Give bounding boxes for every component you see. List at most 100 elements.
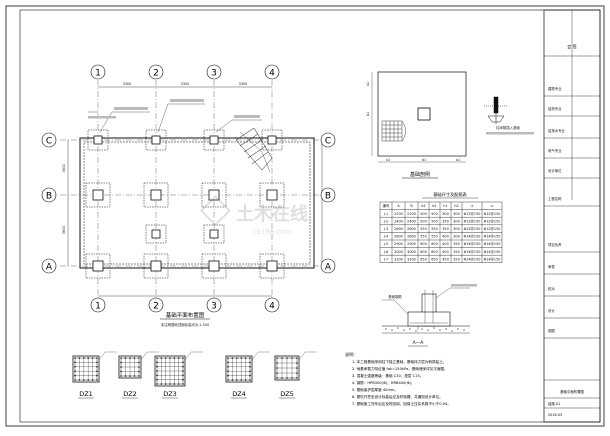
table-cell: 450: [442, 257, 448, 261]
grid-bubbles-left: C B A: [41, 132, 57, 274]
titleblock-row-label: 给排水专业: [548, 128, 566, 133]
table-header-cell: 编号: [383, 203, 390, 208]
titleblock-row-label: 项目负责: [548, 242, 562, 247]
grid-bottom-1: 1: [95, 302, 101, 312]
dim-side-1: 3600: [62, 164, 66, 173]
table-cell: Φ12@150: [464, 227, 481, 231]
table-cell: 3200: [407, 257, 416, 261]
table-cell: 2600: [394, 227, 403, 231]
table-cell: 2600: [407, 227, 416, 231]
svg-text:b1: b1: [422, 158, 426, 162]
table-cell: J-3: [383, 227, 388, 231]
grid-bottom-3: 3: [211, 302, 217, 312]
table-cell: 550: [431, 227, 437, 231]
table-cell: J-2: [383, 219, 388, 223]
table-cell: 500: [431, 219, 437, 223]
grid-bottom-4: 4: [269, 302, 275, 312]
footings: [85, 129, 285, 279]
table-cell: 2200: [407, 212, 416, 216]
table-cell: 650: [420, 257, 426, 261]
note-line-5: 5. 基础保护层厚度 40mm。: [352, 387, 398, 392]
table-cell: Φ14@150: [484, 242, 501, 246]
titleblock-date: 2016.03: [548, 413, 562, 417]
table-cell: 550: [420, 235, 426, 239]
table-cell: 300: [453, 235, 459, 239]
table-cell: 500: [420, 212, 426, 216]
grid-right-c: C: [325, 137, 331, 147]
table-cell: 3000: [394, 250, 403, 254]
grid-left-b: B: [46, 192, 52, 202]
table-cell: 2400: [407, 219, 416, 223]
table-cell: 350: [442, 219, 448, 223]
foundation-plan: 1 2 3 4 1 2 3 4 C B A: [41, 64, 336, 327]
titleblock-drawing-no: 结施-01: [548, 401, 560, 406]
column-section-dz1: DZ1: [72, 351, 117, 399]
table-cell: J-1: [383, 212, 388, 216]
table-header-cell: A: [397, 204, 400, 208]
grid-bubbles-bottom: 1 2 3 4: [90, 297, 280, 313]
table-cell: Φ12@150: [464, 212, 481, 216]
table-cell: 500: [420, 219, 426, 223]
table-cell: Φ14@150: [484, 250, 501, 254]
svg-text:a1: a1: [386, 158, 390, 162]
table-cell: 650: [431, 257, 437, 261]
table-title: 基础尺寸及配筋表: [433, 191, 467, 198]
column-section-dz3: DZ3: [154, 351, 203, 399]
titleblock-row-label: 审核: [548, 264, 555, 269]
table-cell: 400: [442, 235, 448, 239]
section-aa: 基础钢筋 A—A: [382, 284, 477, 347]
table-cell: 600: [431, 242, 437, 246]
table-cell: Φ12@150: [484, 219, 501, 223]
table-cell: 2400: [394, 219, 403, 223]
plan-leaders: [88, 103, 271, 173]
grid-bottom-2: 2: [153, 302, 159, 312]
table-cell: 600: [420, 242, 426, 246]
table-cell: Φ14@150: [464, 242, 481, 246]
titleblock-row-label: 设计: [548, 308, 555, 313]
titleblock-row-label: 建筑专业: [548, 86, 562, 91]
table-cell: Φ14@150: [464, 235, 481, 239]
grid-bubbles-top: 1 2 3 4: [90, 64, 280, 80]
table-header-cell: ②: [490, 204, 493, 208]
stair-block: [235, 127, 273, 171]
dim-top-2: 3300: [181, 82, 190, 86]
table-cell: Φ14@150: [484, 257, 501, 261]
notes-heading: 说明:: [345, 351, 355, 358]
column-section-dz2: DZ2: [118, 351, 159, 399]
table-cell: J-5: [383, 242, 388, 246]
table-cell: J-7: [383, 257, 388, 261]
titleblock-row-label: 电气专业: [548, 148, 562, 153]
table-cell: 2900: [394, 242, 403, 246]
table-header-cell: h1: [443, 204, 447, 208]
table-cell: 350: [453, 242, 459, 246]
grid-top-4: 4: [269, 69, 275, 79]
section-label: A—A: [413, 340, 425, 346]
table-cell: 300: [453, 212, 459, 216]
titleblock-drawing-name: 基础平面布置图: [560, 389, 584, 394]
table-cell: 600: [420, 250, 426, 254]
grid-left-c: C: [46, 137, 52, 147]
titleblock-row-label: 工程名称: [548, 196, 562, 201]
column-insert-detail: [484, 96, 508, 124]
svg-text:b1: b1: [366, 112, 370, 116]
table-cell: 300: [453, 219, 459, 223]
column-section-dz4: DZ4: [225, 351, 270, 399]
table-cell: 600: [431, 250, 437, 254]
table-cell: 400: [442, 250, 448, 254]
note-line-4: 4. 钢筋：HPB300(Φ)，HRB400(Φ)。: [352, 380, 415, 385]
note-line-1: 1. 本工程基础采用柱下独立基础，基础持力层为粉质粘土。: [352, 359, 446, 364]
plan-subtitle: 未注明基础顶面标高均为-1.500: [161, 322, 209, 327]
table-cell: 550: [431, 235, 437, 239]
watermark-text: 土木在线: [236, 203, 308, 225]
table-cell: 3000: [407, 250, 416, 254]
grid-top-3: 3: [211, 69, 217, 79]
table-cell: Φ14@150: [464, 257, 481, 261]
grid-right-a: A: [325, 263, 332, 273]
table-header-cell: a1: [421, 204, 425, 208]
grid-bubbles-right: C B A: [320, 132, 336, 274]
note-line-7: 7. 基础施工完毕后应及时回填，回填土压实系数不小于0.94。: [352, 401, 451, 406]
